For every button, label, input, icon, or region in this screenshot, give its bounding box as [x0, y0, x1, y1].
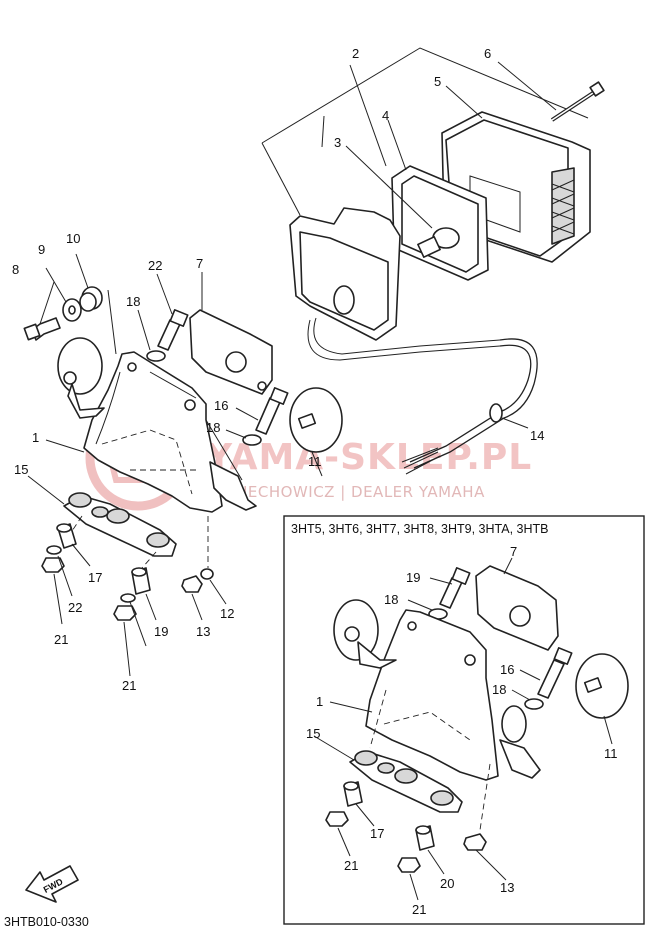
- inset-part-17-collar: [343, 781, 363, 807]
- callout-6: 6: [484, 46, 491, 61]
- leaders-main: [27, 61, 557, 677]
- callout-17: 17: [88, 570, 102, 585]
- inset-part-15-plate: [349, 750, 463, 813]
- part-13-nut: [181, 575, 203, 593]
- group-bracket: [261, 47, 589, 216]
- callout-4: 4: [382, 108, 389, 123]
- part-18-washer: [146, 350, 166, 362]
- inset-part-7-plate: [475, 565, 559, 651]
- callout-12: 12: [220, 606, 234, 621]
- callout-21b: 21: [122, 678, 136, 693]
- callout-13: 13: [196, 624, 210, 639]
- callout-2: 2: [352, 46, 359, 61]
- callout-14: 14: [530, 428, 544, 443]
- inset-callout-18b: 18: [492, 682, 506, 697]
- inset-part-11-reflector: [575, 653, 629, 719]
- callout-20: 19: [154, 624, 168, 639]
- leaders-inset: [313, 557, 613, 901]
- callout-16: 16: [214, 398, 228, 413]
- callout-5: 5: [434, 74, 441, 89]
- inset-callout-1: 1: [316, 694, 323, 709]
- callout-7: 7: [196, 256, 203, 271]
- inset-callout-20: 20: [440, 876, 454, 891]
- watermark-dealer: CIECHOWICZ | DEALER YAMAHA: [232, 483, 485, 501]
- inset-part-18b-washer: [524, 698, 544, 710]
- part-14-harness: [401, 338, 538, 475]
- callouts-main: 2 6 4 5 3 10 9 8 22 7 18 16 18 1 11 14 1…: [12, 46, 544, 693]
- part-8-bolt: [23, 317, 61, 341]
- callout-15: 15: [14, 462, 28, 477]
- inset-part-20-collar: [415, 825, 435, 851]
- inset-callout-16: 16: [500, 662, 514, 677]
- part-15-plate: [63, 492, 177, 557]
- part-2-base: [289, 207, 501, 361]
- inset-part-19-bolt: [439, 567, 471, 609]
- part-10-collar: [79, 286, 103, 312]
- inset-callout-7: 7: [510, 544, 517, 559]
- callout-1: 1: [32, 430, 39, 445]
- callout-8: 8: [12, 262, 19, 277]
- callout-18: 18: [126, 294, 140, 309]
- part-17-collar: [56, 523, 77, 549]
- part-1-housing: [83, 351, 223, 513]
- part-6-screw: [550, 81, 605, 122]
- diagram-code: 3HTB010-0330: [4, 915, 89, 929]
- part-12-washer: [200, 568, 214, 580]
- inset-part-21-nut-center: [397, 857, 421, 873]
- fwd-arrow-icon: FWD: [25, 865, 79, 903]
- inset-header: 3HT5, 3HT6, 3HT7, 3HT8, 3HT9, 3HTA, 3HTB: [291, 522, 548, 536]
- part-9-washer: [62, 298, 82, 322]
- inset-callout-17: 17: [370, 826, 384, 841]
- inset-box: 3HT5, 3HT6, 3HT7, 3HT8, 3HT9, 3HTA, 3HTB: [283, 515, 645, 925]
- inset-callout-19: 19: [406, 570, 420, 585]
- part-3-bulb: [417, 227, 460, 258]
- part-21-nut-left: [41, 557, 65, 573]
- inset-plate-bracket: [499, 705, 541, 779]
- plate-bracket: [205, 419, 257, 511]
- reflector-pattern: [551, 167, 575, 245]
- part-11-reflector: [289, 387, 343, 453]
- inset-callout-11: 11: [604, 746, 618, 761]
- part-21-nut-center: [113, 605, 137, 621]
- callout-11: 11: [308, 454, 322, 469]
- leader-10: [107, 289, 117, 355]
- callouts-inset: 19 7 18 16 18 11 1 15 17 21 20 21 13: [306, 544, 618, 917]
- callout-22: 22: [68, 600, 82, 615]
- side-reflector-left: [57, 337, 105, 419]
- inset-part-21-nut-left: [325, 811, 349, 827]
- inset-callout-15: 15: [306, 726, 320, 741]
- callout-3: 3: [334, 135, 341, 150]
- part-16-bolt: [255, 387, 289, 435]
- callout-9: 9: [38, 242, 45, 257]
- callout-10: 10: [66, 231, 80, 246]
- part-22-washer-left: [46, 545, 62, 555]
- callout-19: 22: [148, 258, 162, 273]
- inset-callout-13: 13: [500, 880, 514, 895]
- inset-callout-21: 21: [344, 858, 358, 873]
- inset-part-1-housing: [365, 609, 499, 781]
- callout-18b: 18: [206, 420, 220, 435]
- callout-21: 21: [54, 632, 68, 647]
- part-7-plate: [189, 309, 273, 395]
- part-19-bolt: [157, 309, 189, 351]
- inset-callout-18: 18: [384, 592, 398, 607]
- part-18b-washer: [242, 434, 262, 446]
- part-20-collar: [131, 567, 151, 595]
- inset-part-13-nut: [463, 833, 487, 851]
- inset-callout-21b: 21: [412, 902, 426, 917]
- inset-part-16-bolt: [537, 647, 573, 699]
- inset-side-reflector: [333, 599, 397, 669]
- part-22-washer-center: [120, 593, 136, 603]
